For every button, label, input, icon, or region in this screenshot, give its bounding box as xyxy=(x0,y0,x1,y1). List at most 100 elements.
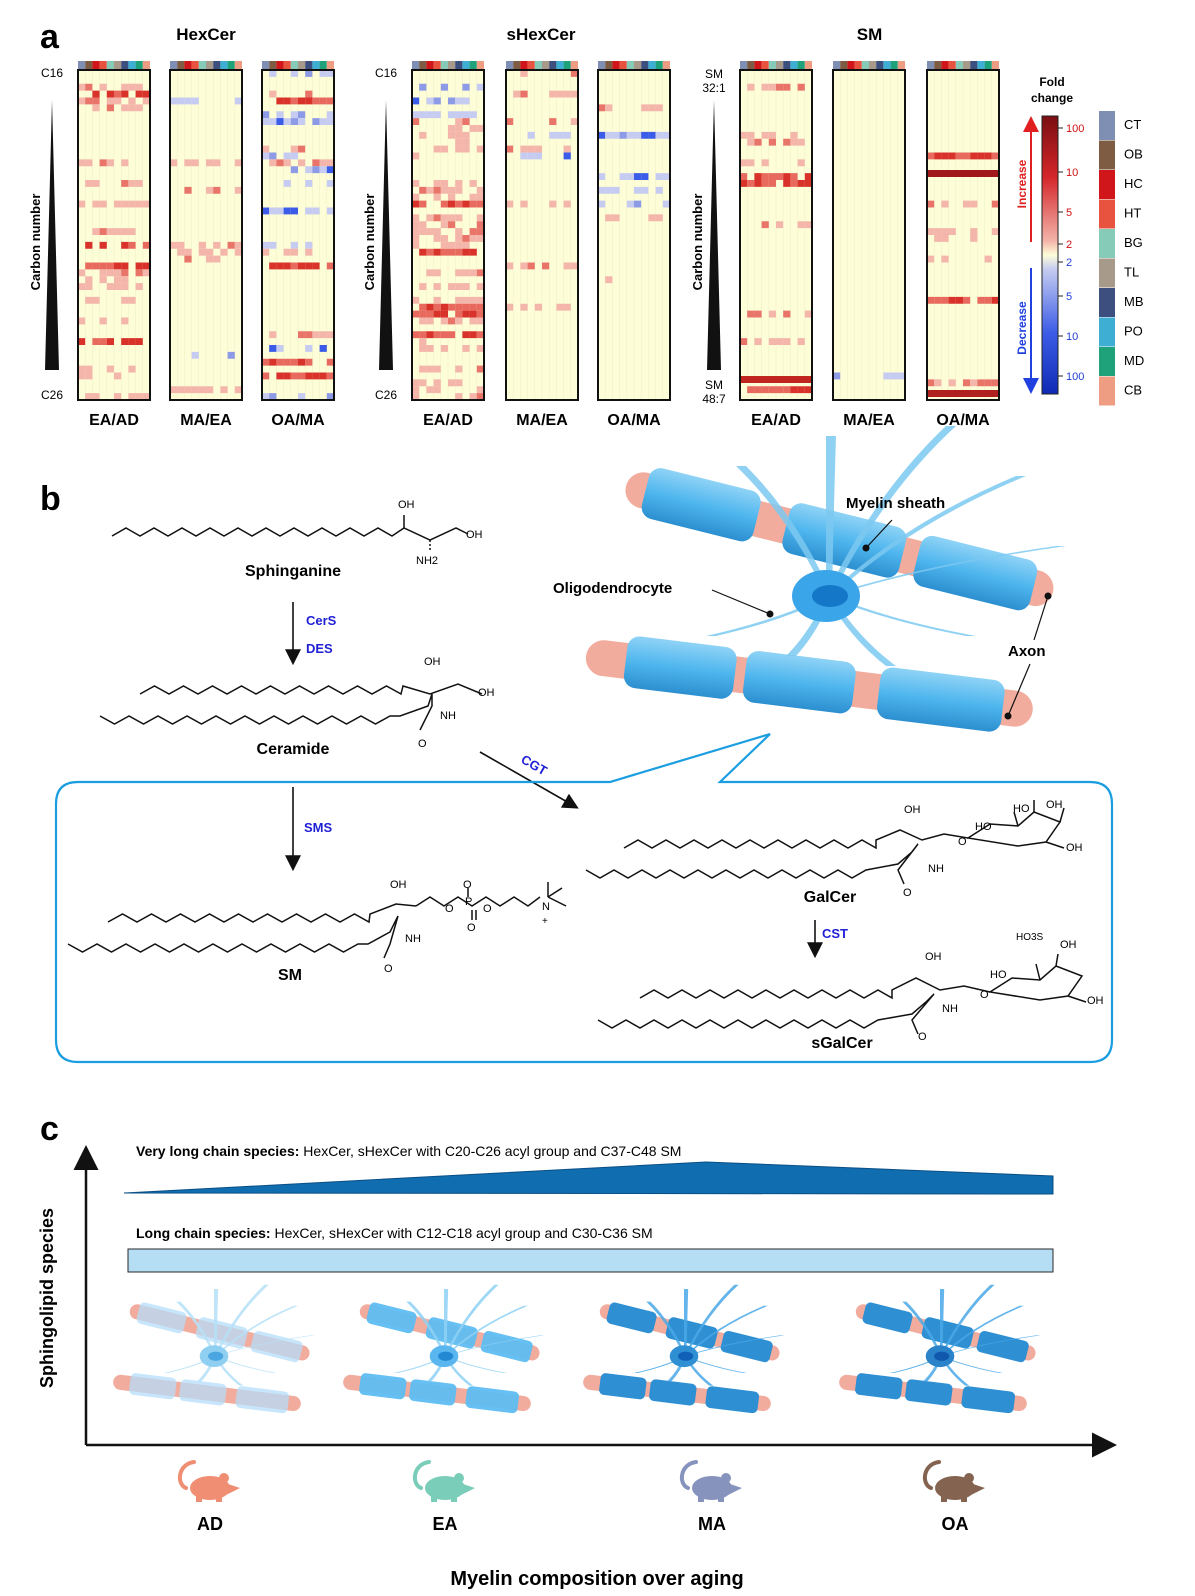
axis-top-label-2: 32:1 xyxy=(702,81,726,95)
oligodendrocyte-nucleus xyxy=(678,1351,694,1361)
axon-label: Axon xyxy=(1008,643,1046,660)
region-strip-cell xyxy=(534,61,542,69)
heatmap-cell xyxy=(570,118,578,125)
heatmap-cell xyxy=(121,317,129,325)
heatmap-cell xyxy=(170,97,178,105)
heatmap-cell xyxy=(106,283,114,290)
heatmap-cell xyxy=(612,131,620,139)
heatmap-cell xyxy=(234,248,242,256)
heatmap-cell xyxy=(520,303,528,311)
heatmap-cell xyxy=(135,104,143,112)
lower-fiber xyxy=(583,1373,771,1414)
heatmap-cell xyxy=(177,241,185,249)
heatmap-cell xyxy=(768,83,776,91)
heatmap-cell xyxy=(455,241,463,249)
heatmap-cell xyxy=(135,269,143,277)
heatmap-cell xyxy=(419,379,427,387)
heatmap-cell xyxy=(934,152,942,160)
heatmap-cell xyxy=(433,248,441,256)
heatmap-cell xyxy=(276,345,284,352)
heatmap-cell xyxy=(462,97,470,105)
heatmap-cell xyxy=(220,386,228,394)
heatmap-cell xyxy=(448,303,456,311)
heatmap-cell xyxy=(783,310,791,318)
heatmap-cell xyxy=(970,228,978,235)
heatmap-cell xyxy=(448,186,456,194)
heatmap-cell xyxy=(927,200,935,208)
heatmap-cell xyxy=(305,331,313,339)
heatmap-cell xyxy=(419,221,427,229)
heatmap-cell xyxy=(991,152,999,160)
region-strip-cell xyxy=(797,61,805,69)
stage-label: MA xyxy=(698,1514,726,1534)
galcer-nh: NH xyxy=(928,863,944,875)
heatmap-cell xyxy=(462,131,470,139)
heatmap-cell xyxy=(542,262,550,270)
heatmap-cell xyxy=(234,241,242,249)
heatmap-cell xyxy=(142,262,150,270)
heatmap-cell xyxy=(198,386,206,394)
heatmap-cell xyxy=(556,90,564,98)
region-strip-cell xyxy=(520,61,528,69)
heatmap-cell xyxy=(262,207,270,215)
heatmap-cell xyxy=(455,200,463,208)
heatmap-cell xyxy=(114,97,122,105)
heatmap-cell xyxy=(121,83,129,91)
heatmap-cell xyxy=(412,331,420,339)
heatmap-cell xyxy=(476,186,484,194)
rodent-leg xyxy=(961,1496,967,1502)
carbon-axis-label: Carbon number xyxy=(28,194,43,291)
heatmap-cell xyxy=(934,296,942,304)
heatmap-cell xyxy=(99,338,107,345)
heatmap-cell xyxy=(941,296,949,304)
heatmap-cell xyxy=(556,131,564,139)
heatmap-border xyxy=(926,69,1000,401)
process xyxy=(214,1289,219,1357)
heatmap-cell xyxy=(298,97,306,105)
sm-o-4: O xyxy=(483,903,492,915)
heatmap-cell xyxy=(934,379,942,387)
heatmap-cell xyxy=(78,83,86,91)
region-strip-cell xyxy=(754,61,762,69)
sphinganine-structure xyxy=(111,515,469,552)
heatmap-cell xyxy=(455,111,463,119)
heatmap-cell xyxy=(440,214,448,222)
heatmap-cell xyxy=(455,310,463,318)
heatmap-cell xyxy=(298,393,306,400)
heatmap-cell xyxy=(433,228,441,235)
heatmap-cell xyxy=(768,386,776,394)
heatmap-cell xyxy=(440,331,448,339)
cgt-label: CGT xyxy=(519,752,550,779)
region-strip-cell xyxy=(448,61,456,69)
heatmap-cell xyxy=(85,241,93,249)
heatmap-cell xyxy=(128,296,136,304)
heatmap-cell xyxy=(520,152,528,160)
carbon-axis-triangle xyxy=(379,100,393,370)
heatmap-cell xyxy=(92,228,100,235)
heatmap-cell xyxy=(433,97,441,105)
heatmap-cell xyxy=(114,90,122,98)
heatmap-cell xyxy=(305,97,313,105)
heatmap-cell xyxy=(469,303,477,311)
heatmap-cell xyxy=(462,118,470,125)
heatmap-cell xyxy=(469,310,477,318)
heatmap-cell xyxy=(790,131,798,139)
region-strip-cell xyxy=(605,61,613,69)
region-swatch xyxy=(1099,288,1115,317)
heatmap-cell xyxy=(326,159,334,167)
heatmap-cell xyxy=(768,180,776,187)
heatmap-cell xyxy=(469,235,477,242)
heatmap-cell xyxy=(121,283,129,290)
sgalcer-ho3s: HO3S xyxy=(1016,932,1044,943)
heatmap-cell xyxy=(213,255,221,263)
heatmap-cell xyxy=(426,269,434,277)
fold-change-legend: Fold change Increase Decrease 1001052251… xyxy=(1015,75,1084,395)
heatmap-cell xyxy=(433,283,441,290)
rodent-leg xyxy=(451,1496,457,1502)
heatmap-cell xyxy=(783,180,791,187)
heatmap-cell xyxy=(290,70,298,77)
region-strip-cell xyxy=(419,61,427,69)
heatmap-cell xyxy=(783,83,791,91)
heatmap-cell xyxy=(269,90,277,98)
